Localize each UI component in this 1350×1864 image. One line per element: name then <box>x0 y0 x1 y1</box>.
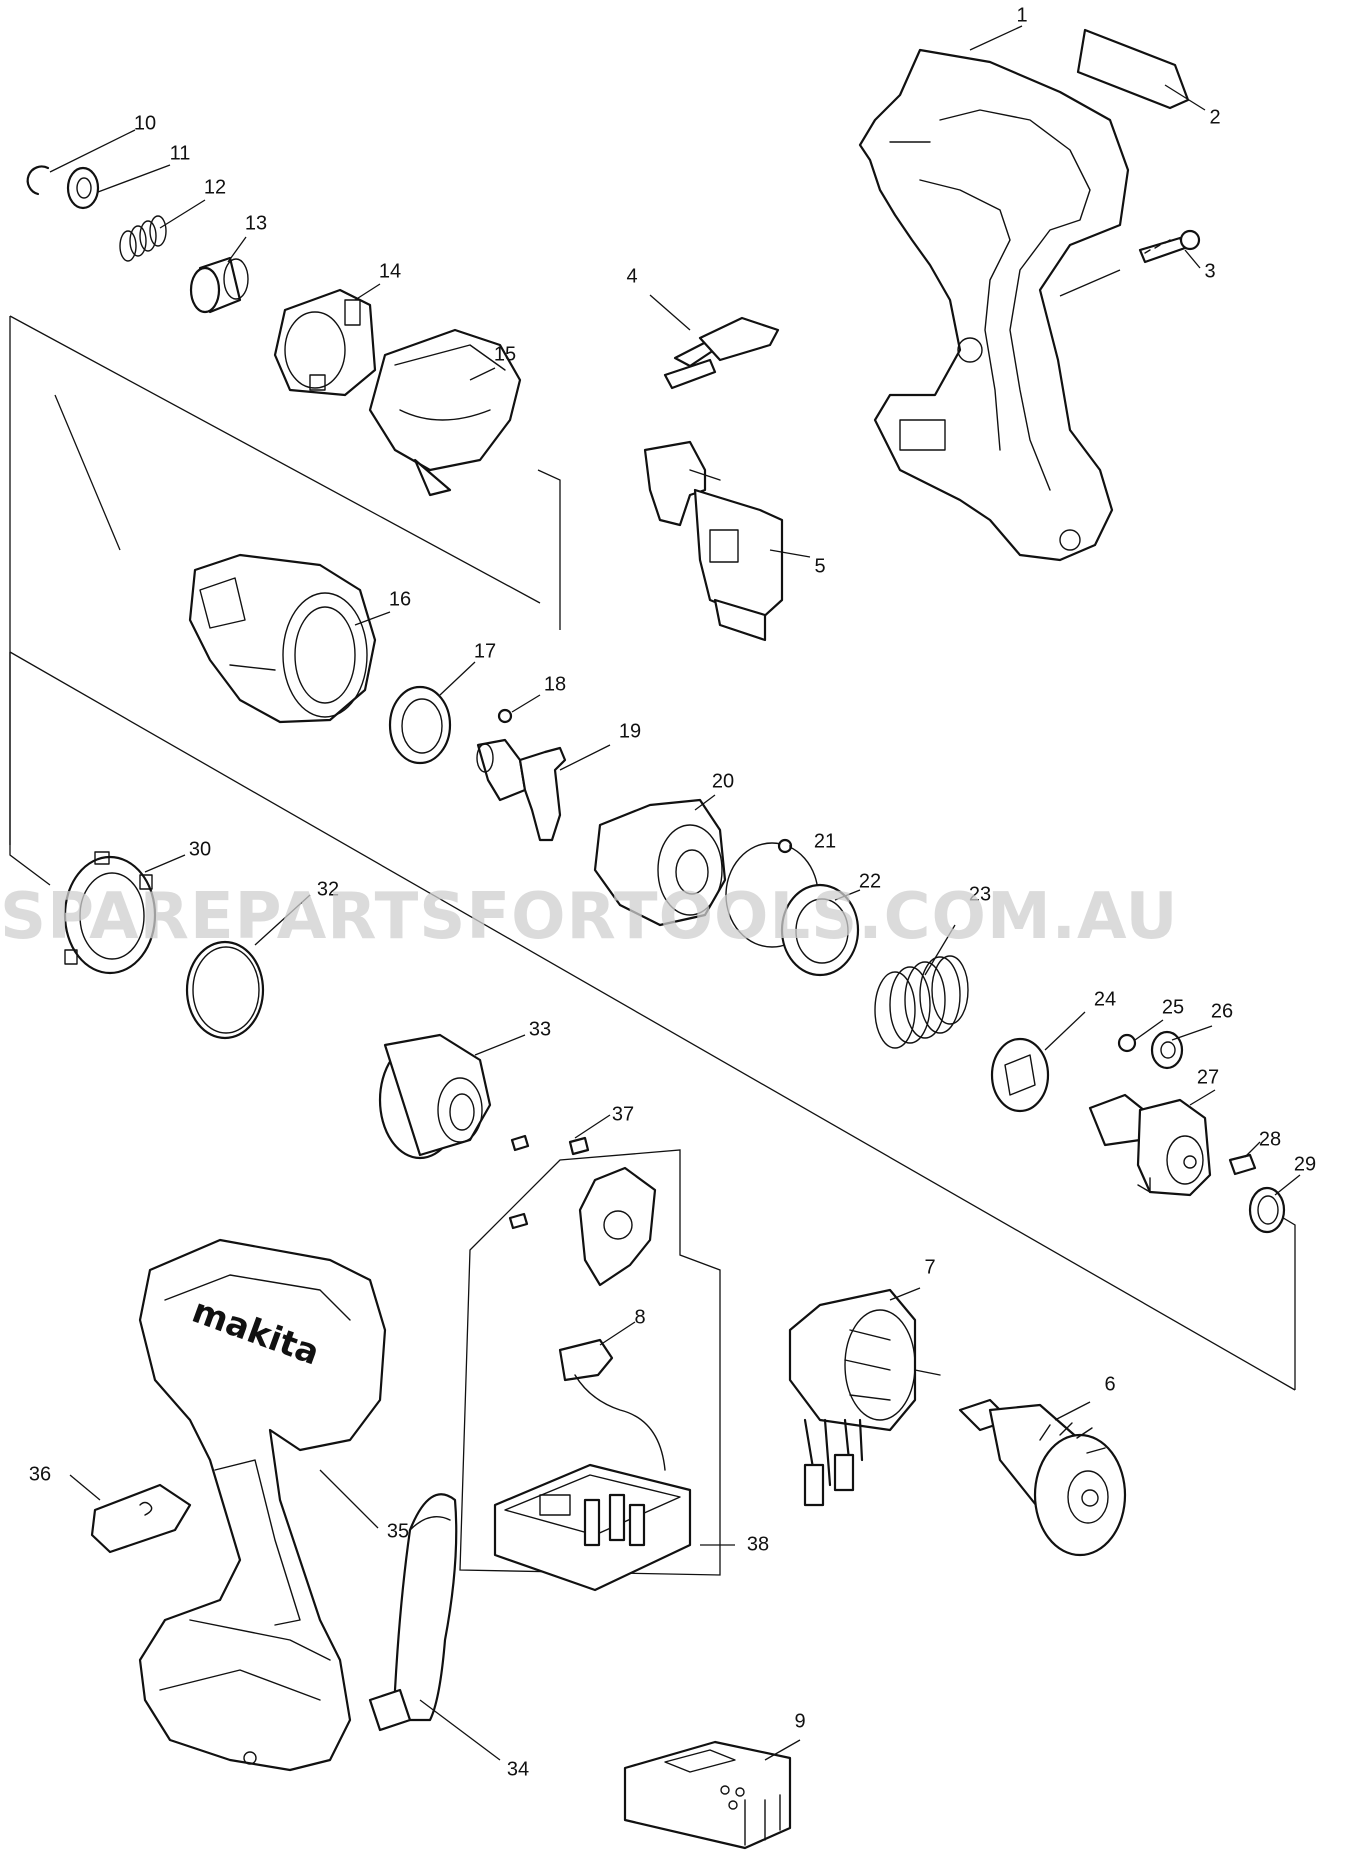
assembly-lines <box>9 315 1296 1576</box>
part-18-ball <box>497 708 513 724</box>
part-30-ring <box>63 851 157 975</box>
part-19-spindle <box>476 738 567 842</box>
part-4-switch-lever <box>663 316 780 390</box>
part-3-screw <box>1138 229 1201 264</box>
callout-16: 16 <box>389 588 411 610</box>
callout-34: 34 <box>507 1758 529 1780</box>
part-35-housing-set: makita <box>138 1238 387 1772</box>
sensor-plate <box>578 1166 657 1287</box>
callout-12: 12 <box>204 176 226 198</box>
callout-3: 3 <box>1204 260 1215 282</box>
callout-10: 10 <box>134 112 156 134</box>
callout-8: 8 <box>634 1306 645 1328</box>
part-7-stator <box>788 1288 941 1507</box>
callout-4: 4 <box>626 265 637 287</box>
callout-26: 26 <box>1211 1000 1233 1022</box>
callout-15: 15 <box>494 343 516 365</box>
callout-38: 38 <box>747 1533 769 1555</box>
part-36-cover <box>90 1483 192 1554</box>
part-11-washer <box>66 166 100 210</box>
part-20-hammer <box>593 798 727 927</box>
callout-5: 5 <box>814 555 825 577</box>
part-9-plate <box>623 1740 792 1850</box>
callout-25: 25 <box>1162 996 1184 1018</box>
callout-1: 1 <box>1016 4 1027 26</box>
part-16-hammer-case <box>188 553 377 724</box>
part-23-spring <box>874 955 969 1049</box>
callout-11: 11 <box>170 142 191 164</box>
callout-27: 27 <box>1197 1066 1219 1088</box>
callout-20: 20 <box>712 770 734 792</box>
part-27-gear-housing <box>1088 1093 1212 1197</box>
callout-35: 35 <box>387 1520 409 1542</box>
part-17-washer <box>388 685 452 765</box>
callout-30: 30 <box>189 838 211 860</box>
part-1-housing-half <box>858 48 1130 562</box>
callout-21: 21 <box>814 830 836 852</box>
callout-19: 19 <box>619 720 641 742</box>
leader-lines <box>49 25 1301 1761</box>
part-callouts: 1 2 3 4 5 6 7 8 9 10 11 12 13 14 15 16 1… <box>29 4 1316 1780</box>
part-34-strap <box>368 1493 458 1732</box>
watermark: SPAREPARTSFORTOOLS.COM.AU <box>0 880 1178 954</box>
part-32-o-ring <box>185 940 265 1040</box>
callout-17: 17 <box>474 640 496 662</box>
part-22-washer <box>780 883 860 977</box>
part-2-name-plate <box>1076 28 1190 110</box>
callout-7: 7 <box>924 1256 935 1278</box>
part-33-retainer <box>378 1033 492 1160</box>
callout-28: 28 <box>1259 1128 1281 1150</box>
callout-37: 37 <box>612 1103 634 1125</box>
callout-29: 29 <box>1294 1153 1316 1175</box>
callout-32: 32 <box>317 878 339 900</box>
part-38-controller <box>493 1463 692 1592</box>
callout-2: 2 <box>1209 106 1220 128</box>
callout-23: 23 <box>969 883 991 905</box>
callout-24: 24 <box>1094 988 1116 1010</box>
callout-6: 6 <box>1104 1373 1115 1395</box>
part-25-ball <box>1117 1033 1137 1053</box>
callout-13: 13 <box>245 212 267 234</box>
part-14-cover <box>273 288 377 397</box>
callout-36: 36 <box>29 1463 51 1485</box>
part-26-gear <box>1150 1030 1184 1070</box>
part-29-washer <box>1248 1186 1286 1234</box>
part-5-switch <box>643 440 784 642</box>
part-28-pin <box>1228 1153 1257 1176</box>
callout-22: 22 <box>859 870 881 892</box>
part-12-spring <box>119 215 167 262</box>
callout-14: 14 <box>379 260 401 282</box>
part-13-sleeve <box>189 256 249 314</box>
callout-33: 33 <box>529 1018 551 1040</box>
callout-9: 9 <box>794 1710 805 1732</box>
part-37-screws <box>508 1134 590 1230</box>
part-15-bumper <box>368 328 522 497</box>
part-24-flat-washer <box>990 1037 1050 1113</box>
part-8-sensor <box>558 1338 666 1471</box>
part-6-rotor <box>958 1398 1127 1557</box>
part-10-retaining-ring <box>26 165 50 196</box>
callout-18: 18 <box>544 673 566 695</box>
